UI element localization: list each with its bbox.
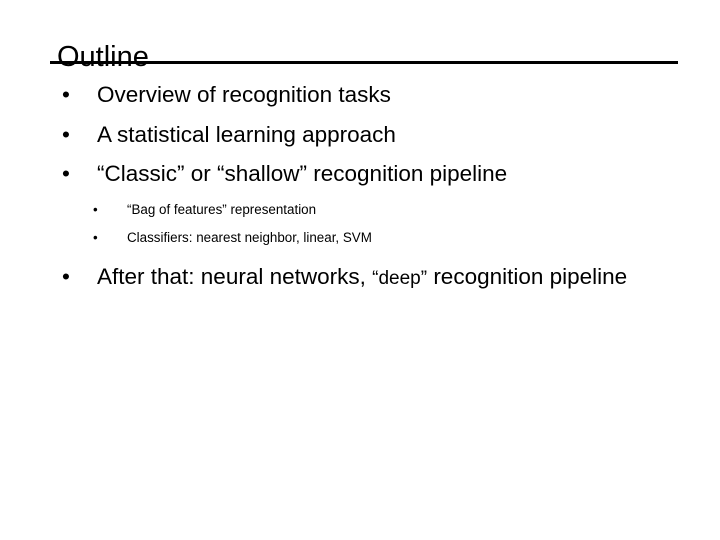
list-item: • Overview of recognition tasks bbox=[0, 79, 657, 111]
bullet-icon: • bbox=[62, 121, 70, 147]
list-item-label-emphasis: “deep” bbox=[372, 268, 428, 289]
bullet-icon: • bbox=[93, 202, 98, 217]
bullet-icon: • bbox=[62, 82, 70, 107]
list-item-label-part-3: recognition pipeline bbox=[427, 264, 628, 289]
list-item: • “Classic” or “shallow” recognition pip… bbox=[0, 158, 657, 190]
list-item-label: “Classic” or “shallow” recognition pipel… bbox=[97, 161, 508, 186]
bullet-icon: • bbox=[93, 230, 98, 245]
list-item: • A statistical learning approach bbox=[0, 119, 657, 151]
sub-list-item-label: Classifiers: nearest neighbor, linear, S… bbox=[127, 230, 372, 245]
bullet-icon: • bbox=[62, 264, 70, 289]
sub-list-item-label: “Bag of features” representation bbox=[127, 202, 317, 217]
bullet-icon: • bbox=[62, 161, 70, 186]
list-item-label-part-1: After that: neural networks, bbox=[97, 264, 373, 289]
title-divider bbox=[50, 61, 678, 64]
list-item: • After that: neural networks, “deep” re… bbox=[0, 261, 657, 295]
list-item-label: A statistical learning approach bbox=[97, 121, 396, 147]
sub-list-item: • Classifiers: nearest neighbor, linear,… bbox=[0, 228, 687, 248]
list-item-label: Overview of recognition tasks bbox=[97, 82, 391, 107]
sub-list-item: • “Bag of features” representation bbox=[0, 200, 687, 220]
page-title: Outline bbox=[57, 41, 149, 74]
outline-list: • Overview of recognition tasks • A stat… bbox=[0, 79, 720, 303]
